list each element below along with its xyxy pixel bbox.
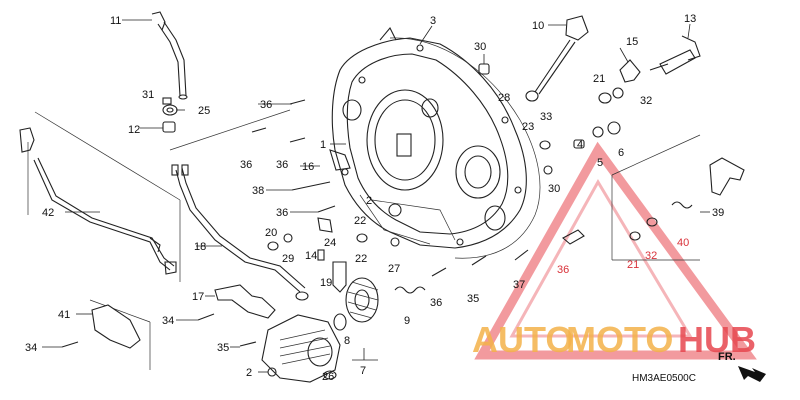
- label-27: 27: [388, 263, 400, 275]
- label-36a: 36: [260, 99, 272, 111]
- part-39-fork: [709, 157, 745, 196]
- label-35b: 35: [217, 342, 229, 354]
- hardware-markers: [61, 63, 658, 348]
- label-30b: 30: [548, 183, 560, 195]
- label-21a: 21: [593, 73, 605, 85]
- label-14: 14: [305, 250, 317, 262]
- part-8-oring: [333, 313, 347, 331]
- label-12: 12: [128, 124, 140, 136]
- label-36f: 36: [430, 297, 442, 309]
- part-13-shaft: [649, 35, 701, 75]
- watermark-hub: HUB: [678, 319, 756, 360]
- label-38: 38: [252, 185, 264, 197]
- part-10-dipstick: [534, 15, 589, 95]
- crankcase-cover: [331, 27, 527, 249]
- watermark-auto: AUTO: [472, 319, 573, 360]
- label-25: 25: [198, 105, 210, 117]
- part-11-tube: [151, 11, 188, 100]
- label-42: 42: [42, 207, 54, 219]
- label-13: 13: [684, 13, 696, 25]
- label-4: 4: [577, 139, 583, 151]
- label-34b: 34: [25, 342, 37, 354]
- label-34a: 34: [162, 315, 174, 327]
- label-33: 33: [540, 111, 552, 123]
- label-22b: 22: [355, 253, 367, 265]
- label-36c: 36: [276, 159, 288, 171]
- cover-gasket: [389, 37, 541, 259]
- front-direction-arrow: FR.: [718, 351, 766, 382]
- label-22a: 22: [354, 215, 366, 227]
- label-32b: 32: [645, 250, 657, 262]
- label-10: 10: [532, 20, 544, 32]
- label-17: 17: [192, 291, 204, 303]
- leader-lines: [42, 19, 710, 373]
- label-30a: 30: [474, 41, 486, 53]
- label-36e: 36: [557, 264, 569, 276]
- label-6: 6: [618, 147, 624, 159]
- fittings-31-25-12: [162, 97, 178, 133]
- label-18: 18: [194, 241, 206, 253]
- part-15-spring: [619, 59, 641, 83]
- label-19: 19: [320, 277, 332, 289]
- part-7-filter: [345, 277, 379, 323]
- part-40-spring: [671, 201, 693, 209]
- label-3: 3: [430, 15, 436, 27]
- diagram-code: HM3AE0500C: [632, 373, 696, 384]
- label-2a: 2: [366, 195, 372, 207]
- label-7: 7: [360, 365, 366, 377]
- label-28: 28: [498, 92, 510, 104]
- part-17-bracket: [214, 284, 276, 319]
- label-15: 15: [626, 36, 638, 48]
- label-41: 41: [58, 309, 70, 321]
- label-39: 39: [712, 207, 724, 219]
- label-1: 1: [320, 139, 326, 151]
- label-24: 24: [324, 237, 336, 249]
- label-5: 5: [597, 157, 603, 169]
- part-41-guard: [91, 304, 141, 349]
- watermark-text: AUTO MOTO HUB: [472, 319, 756, 360]
- label-21b: 21: [627, 259, 639, 271]
- label-31: 31: [142, 89, 154, 101]
- direction-label: FR.: [718, 351, 736, 363]
- direction-arrow-icon: [738, 366, 766, 382]
- part-19-sensor: [332, 261, 347, 293]
- part-2-pump-cover: [261, 314, 341, 383]
- part-42-cable: [19, 127, 177, 275]
- label-8: 8: [344, 335, 350, 347]
- label-35a: 35: [467, 293, 479, 305]
- label-32a: 32: [640, 95, 652, 107]
- label-37: 37: [513, 279, 525, 291]
- label-36b: 36: [240, 159, 252, 171]
- part-18-cable: [171, 164, 309, 301]
- watermark-moto: MOTO: [566, 319, 673, 360]
- guide-lines: [27, 109, 701, 370]
- part-labels: 11 3 10 13 30 15 31 25 21 28 32 12 36 1 …: [25, 13, 724, 383]
- label-23: 23: [522, 121, 534, 133]
- label-36d: 36: [276, 207, 288, 219]
- watermark-triangle: [474, 141, 757, 360]
- part-9-spring: [394, 286, 426, 294]
- label-40: 40: [677, 237, 689, 249]
- label-11: 11: [110, 15, 121, 27]
- label-9: 9: [404, 315, 410, 327]
- label-29: 29: [282, 253, 294, 265]
- label-26: 26: [322, 371, 334, 383]
- label-20: 20: [265, 227, 277, 239]
- label-2b: 2: [246, 367, 252, 379]
- label-16: 16: [302, 161, 314, 173]
